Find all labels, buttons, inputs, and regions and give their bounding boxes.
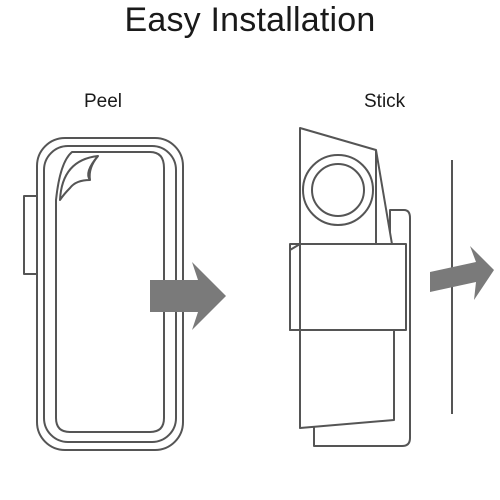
strap-band-front: [289, 243, 301, 331]
stick-step-label: Stick: [364, 91, 406, 112]
adhesive-sheet: [55, 151, 165, 433]
peel-arrow-icon: [150, 262, 226, 330]
stick-arrow-icon: [430, 246, 494, 300]
peel-step-label: Peel: [84, 91, 123, 112]
doorbell-button-inner: [311, 163, 365, 217]
doorbell-mount-icon: [289, 127, 411, 447]
strap-band: [289, 243, 407, 331]
page-title: Easy Installation: [124, 1, 376, 39]
